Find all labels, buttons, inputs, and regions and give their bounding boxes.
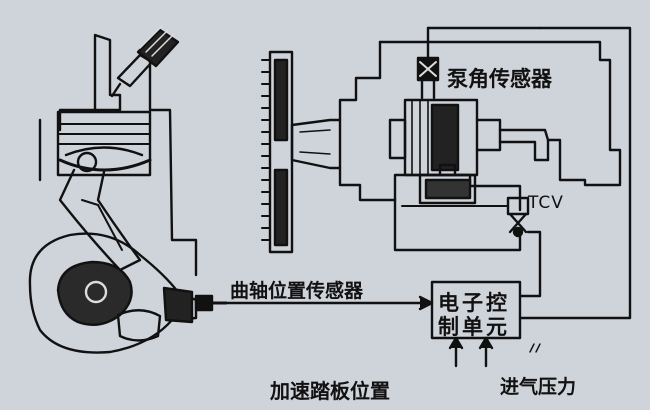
- ecu-box: [430, 280, 522, 340]
- ecu-label-line2: 制单元: [438, 315, 510, 339]
- intake-pressure-label: 进气压力: [500, 376, 577, 398]
- accelerator-position-label: 加速踏板位置: [270, 379, 390, 403]
- pump-shaft: [290, 118, 342, 170]
- cylinder-block: [38, 33, 198, 277]
- accel-signal-arrow: [448, 336, 464, 350]
- ecu-label-line1: 电子控: [438, 291, 510, 315]
- crank-position-sensor-label: 曲轴位置传感器: [230, 280, 364, 302]
- tcv-valve: [506, 196, 542, 298]
- pump-angle-sensor: [416, 26, 542, 100]
- spill-chamber: [393, 163, 522, 252]
- drive-gear: [261, 50, 294, 254]
- crank-position-sensor: [194, 294, 228, 312]
- fuel-injector: [110, 25, 180, 98]
- pump-angle-sensor-label: 泵角传感器: [447, 67, 552, 91]
- crank-signal-arrow: [418, 295, 434, 311]
- crankshaft: [28, 232, 198, 354]
- intake-signal-arrow: [478, 336, 494, 350]
- tick-marks: [529, 343, 541, 353]
- piston: [56, 110, 152, 177]
- pump-sensor-line: [518, 26, 632, 320]
- tcv-label: TCV: [528, 193, 564, 213]
- pump-rotor: [388, 98, 550, 177]
